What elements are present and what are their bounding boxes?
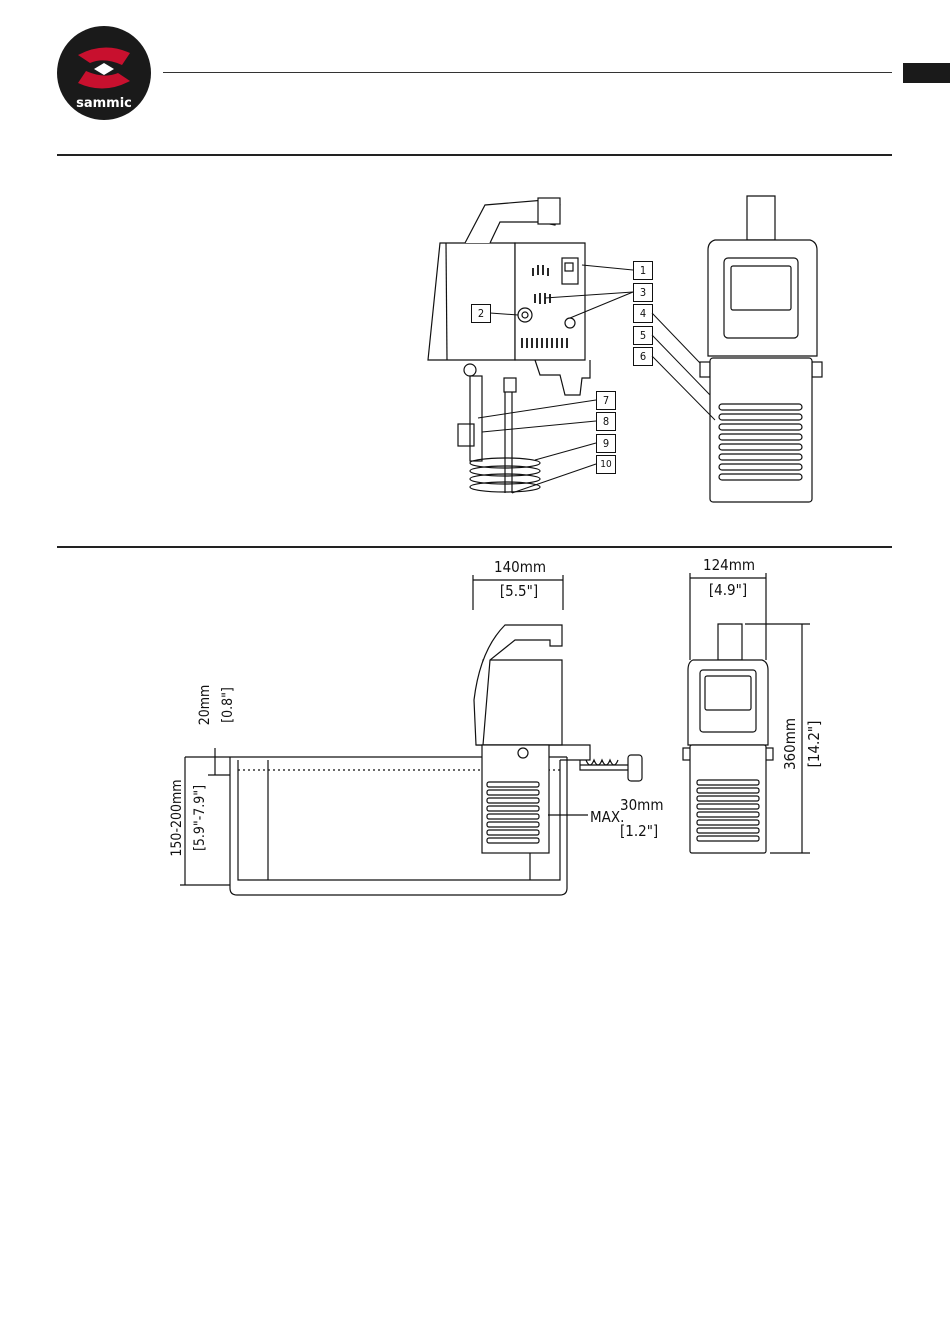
dim-20-imperial: [0.8"] xyxy=(220,675,236,735)
dim-124-metric: 124mm xyxy=(703,556,753,574)
dim-140-imperial: [5.5"] xyxy=(494,582,544,600)
dim-140-metric: 140mm xyxy=(494,558,544,576)
dim-depth-metric: 150-200mm xyxy=(169,768,185,868)
dim-20-metric: 20mm xyxy=(197,675,213,735)
max-imperial: [1.2"] xyxy=(620,822,658,840)
dim-124-imperial: [4.9"] xyxy=(703,581,753,599)
dim-depth-imperial: [5.9"-7.9"] xyxy=(192,768,208,868)
dim-360-imperial: [14.2"] xyxy=(805,709,823,779)
dim-360-metric: 360mm xyxy=(781,709,799,779)
max-metric: 30mm xyxy=(620,796,663,814)
